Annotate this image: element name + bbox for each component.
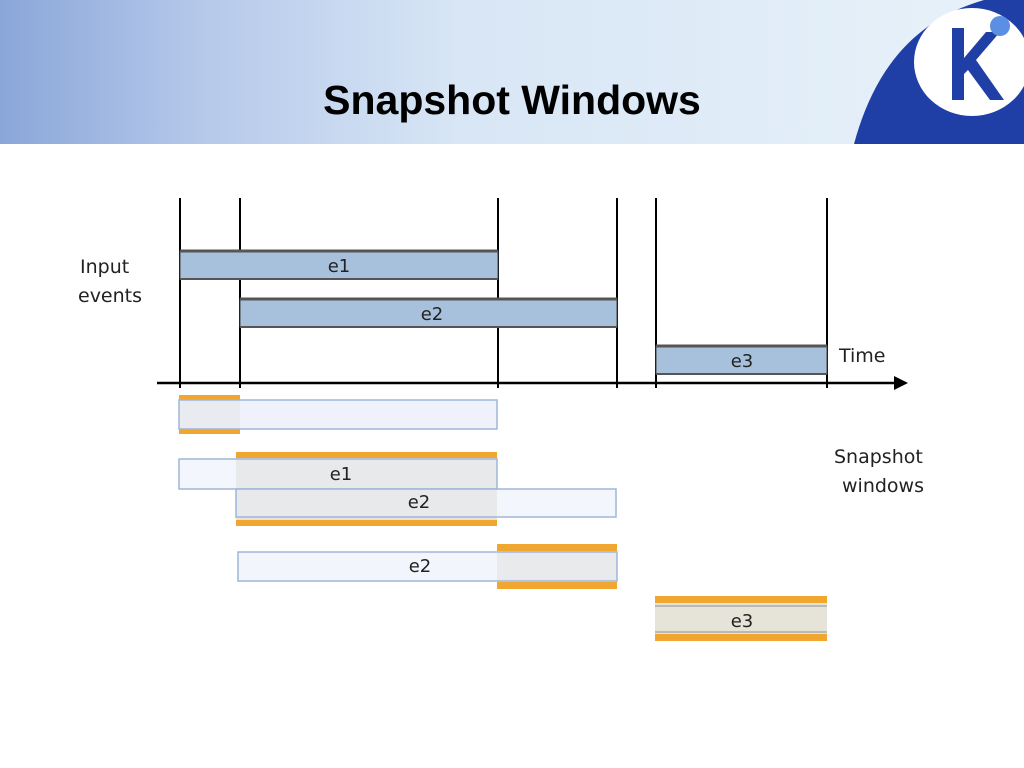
page-title: Snapshot Windows bbox=[323, 77, 701, 123]
snapshot-window-3: e2 bbox=[237, 544, 618, 589]
snapshot-label-e1: e1 bbox=[330, 464, 353, 485]
snapshot-label-e2: e2 bbox=[408, 492, 431, 513]
time-label: Time bbox=[838, 345, 886, 367]
snapshot-window-2: e1 e2 bbox=[178, 452, 617, 526]
input-event-e2: e2 bbox=[239, 297, 618, 328]
snapshot-windows-label-line2: windows bbox=[842, 475, 924, 497]
k-logo-icon bbox=[854, 0, 1024, 144]
event-label-e1: e1 bbox=[328, 256, 351, 277]
input-event-e1: e1 bbox=[179, 249, 499, 280]
input-events-label-line2: events bbox=[78, 285, 142, 307]
snapshot-windows-label-line1: Snapshot bbox=[834, 446, 923, 468]
title-banner bbox=[0, 0, 1024, 144]
event-label-e2: e2 bbox=[421, 304, 444, 325]
time-axis bbox=[157, 376, 908, 390]
input-events-label-line1: Input bbox=[80, 256, 129, 278]
snapshot-window-4: e3 bbox=[655, 596, 827, 641]
snapshot-window-1 bbox=[178, 395, 498, 434]
input-event-e3: e3 bbox=[655, 344, 828, 375]
snapshot-label-e2-w3: e2 bbox=[409, 556, 432, 577]
event-label-e3: e3 bbox=[731, 351, 754, 372]
snapshot-label-e3: e3 bbox=[731, 611, 754, 632]
